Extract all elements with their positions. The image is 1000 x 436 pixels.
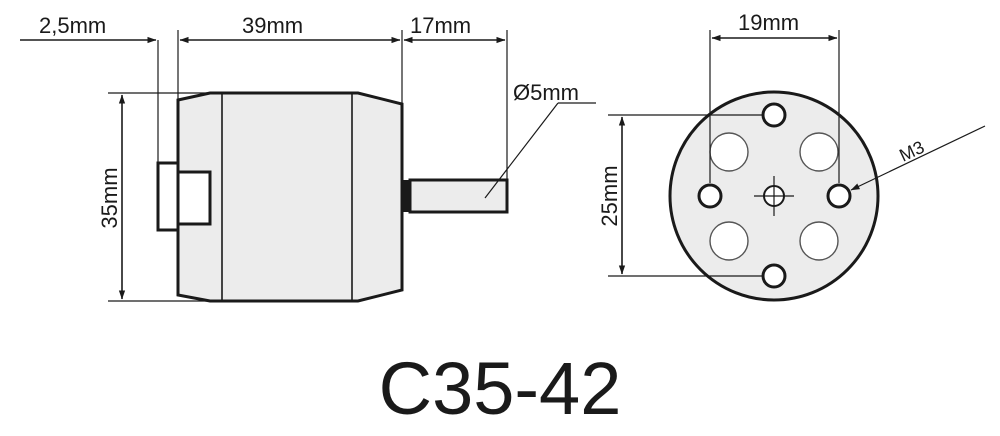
dim-label-screw-thread: M3 (896, 137, 927, 166)
mount-hole-right (826, 183, 852, 209)
shaft-collar (402, 180, 410, 212)
dim-label-vertical-spacing: 25mm (597, 165, 622, 226)
mount-hole-bottom (761, 263, 787, 289)
side-view: 2,5mm 39mm 17mm Ø5mm 35mm (20, 13, 596, 303)
dim-label-horizontal-spacing: 19mm (738, 10, 799, 35)
shaft (408, 178, 509, 214)
vent-hole (709, 132, 749, 172)
mount-hole-left (697, 183, 723, 209)
dim-label-body-diameter: 35mm (97, 167, 122, 228)
model-name: C35-42 (379, 347, 622, 430)
rear-bearing-boss (176, 170, 212, 226)
mount-hole-top (761, 102, 787, 128)
leader-shaft-diameter (484, 102, 559, 199)
front-view: 19mm 25mm M3 (597, 10, 986, 302)
leader-screw-thread (850, 125, 986, 191)
motor-can-body (176, 91, 404, 303)
dim-label-shaft-length: 17mm (410, 13, 471, 38)
dim-label-body-length: 39mm (242, 13, 303, 38)
dim-label-flange-thickness: 2,5mm (39, 13, 106, 38)
rear-flange (156, 161, 180, 232)
dim-label-shaft-diameter: Ø5mm (513, 80, 579, 105)
vent-hole (799, 132, 839, 172)
vent-hole (709, 221, 749, 261)
vent-hole (799, 221, 839, 261)
